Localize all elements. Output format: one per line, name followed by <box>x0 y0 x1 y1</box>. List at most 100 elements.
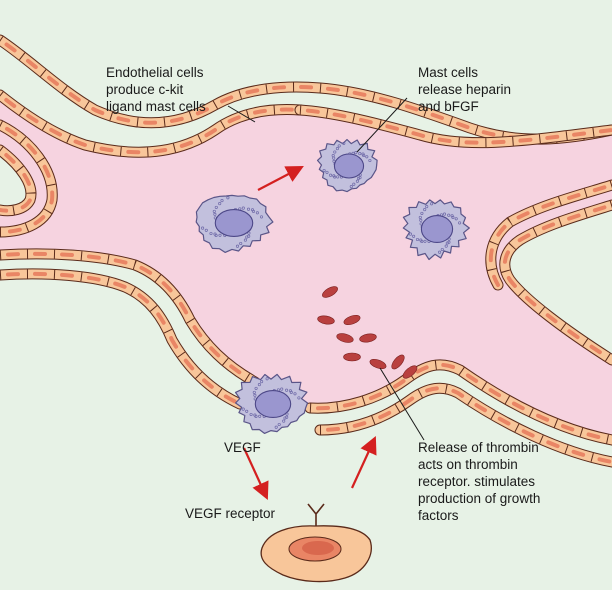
mast-granule <box>322 168 326 173</box>
red-blood-cell <box>391 354 405 370</box>
mast-granule <box>259 215 264 219</box>
mast-granule <box>442 212 447 216</box>
mast-granule <box>365 155 369 159</box>
endothelial-nuclei <box>0 93 302 155</box>
mast-granule <box>447 213 451 217</box>
mast-granule <box>356 176 361 180</box>
mast-granule <box>246 207 251 211</box>
mast-granule <box>325 170 329 174</box>
mast-cell-nucleus <box>254 390 292 418</box>
mast-cell-migration-arrow <box>257 165 304 191</box>
red-blood-cell <box>322 286 338 298</box>
mast-granule <box>418 215 422 219</box>
cell-junctions <box>0 120 57 237</box>
mast-granule <box>447 240 451 244</box>
mast-granule <box>214 233 218 238</box>
mast-granule <box>368 158 372 163</box>
endothelial-nuclei <box>318 386 612 464</box>
mast-cell-nucleus <box>214 209 254 237</box>
endothelial-nuclei <box>488 183 612 287</box>
mast-cell-nucleus <box>333 153 365 179</box>
endothelial-nuclei <box>298 108 612 145</box>
mast-granule <box>423 208 427 212</box>
red-blood-cell <box>369 358 387 370</box>
mast-cells-label: Mast cells release heparin and bFGF <box>418 65 515 114</box>
growth-factor-up-arrow <box>351 436 377 489</box>
mast-granule <box>297 396 301 400</box>
mast-granule <box>250 208 255 212</box>
red-blood-cell <box>343 314 361 326</box>
mast-granule <box>440 247 444 252</box>
vegf-label: VEGF <box>224 440 261 455</box>
mast-granule <box>454 217 458 221</box>
cell-junctions <box>319 383 612 467</box>
mast-granule <box>423 239 427 243</box>
mast-granule <box>349 185 353 189</box>
red-blood-cell <box>359 333 377 343</box>
vessel-lumen <box>0 95 612 440</box>
endothelial-wall <box>0 34 612 468</box>
side-branch-gap <box>0 150 31 211</box>
mast-granule <box>247 231 251 235</box>
mast-granule <box>425 205 429 209</box>
endothelial-nuclei <box>0 38 612 142</box>
mast-granule <box>335 147 339 151</box>
mast-granule <box>285 388 289 392</box>
mast-granule <box>260 380 264 384</box>
mast-granule <box>212 209 216 213</box>
vegf-down-arrow <box>243 447 269 500</box>
endothelial-label: Endothelial cells produce c-kit ligand m… <box>106 65 207 114</box>
vegf-receptor-icon <box>307 503 325 526</box>
mast-granule <box>280 387 284 391</box>
mast-granule <box>408 232 413 236</box>
mast-granule <box>412 234 416 238</box>
mast-cell-nucleus <box>420 215 454 243</box>
mast-cell <box>316 138 378 193</box>
mast-granule <box>337 144 341 148</box>
thrombin-label: Release of thrombin acts on thrombin rec… <box>418 440 544 523</box>
endothelial-nuclei <box>308 362 612 442</box>
vegf-receptor-label: VEGF receptor <box>185 506 276 521</box>
mast-granule <box>239 241 243 246</box>
mast-granule <box>241 206 245 210</box>
red-blood-cell <box>317 315 335 325</box>
red-blood-cell <box>402 365 418 379</box>
mast-granule <box>253 393 257 397</box>
mast-granule <box>352 182 356 186</box>
mast-cell <box>402 199 470 261</box>
mast-granule <box>245 409 249 413</box>
mast-granule <box>201 226 205 230</box>
mast-granule <box>438 250 442 254</box>
mast-granule <box>358 176 362 180</box>
red-blood-cells <box>317 286 418 379</box>
mast-granule <box>419 218 423 222</box>
mast-granule <box>333 175 337 179</box>
mast-granule <box>444 244 448 248</box>
cell-junctions <box>486 180 612 288</box>
mast-granule <box>257 383 261 387</box>
mast-granule <box>214 205 218 209</box>
mast-granule <box>288 389 292 393</box>
mast-granule <box>354 151 358 155</box>
mast-granule <box>243 238 247 242</box>
mast-granule <box>277 422 281 427</box>
endothelial-nuclei <box>0 251 257 384</box>
mast-granule <box>331 154 335 158</box>
mast-granule <box>336 175 340 179</box>
mast-granule <box>458 221 462 225</box>
mast-granule <box>415 237 420 242</box>
mast-granule <box>258 414 262 418</box>
endothelial-band <box>0 269 245 409</box>
mast-granule <box>420 211 424 215</box>
mast-granule <box>226 196 230 200</box>
endothelial-nuclei <box>0 123 55 234</box>
mast-granule <box>249 412 253 417</box>
endothelial-nuclei <box>502 203 612 362</box>
mast-granule <box>255 211 259 215</box>
mast-leader-line <box>356 97 408 153</box>
mast-granule <box>355 179 359 183</box>
mast-granule <box>254 414 258 419</box>
mast-granule <box>235 244 240 248</box>
mast-granule <box>285 415 289 419</box>
